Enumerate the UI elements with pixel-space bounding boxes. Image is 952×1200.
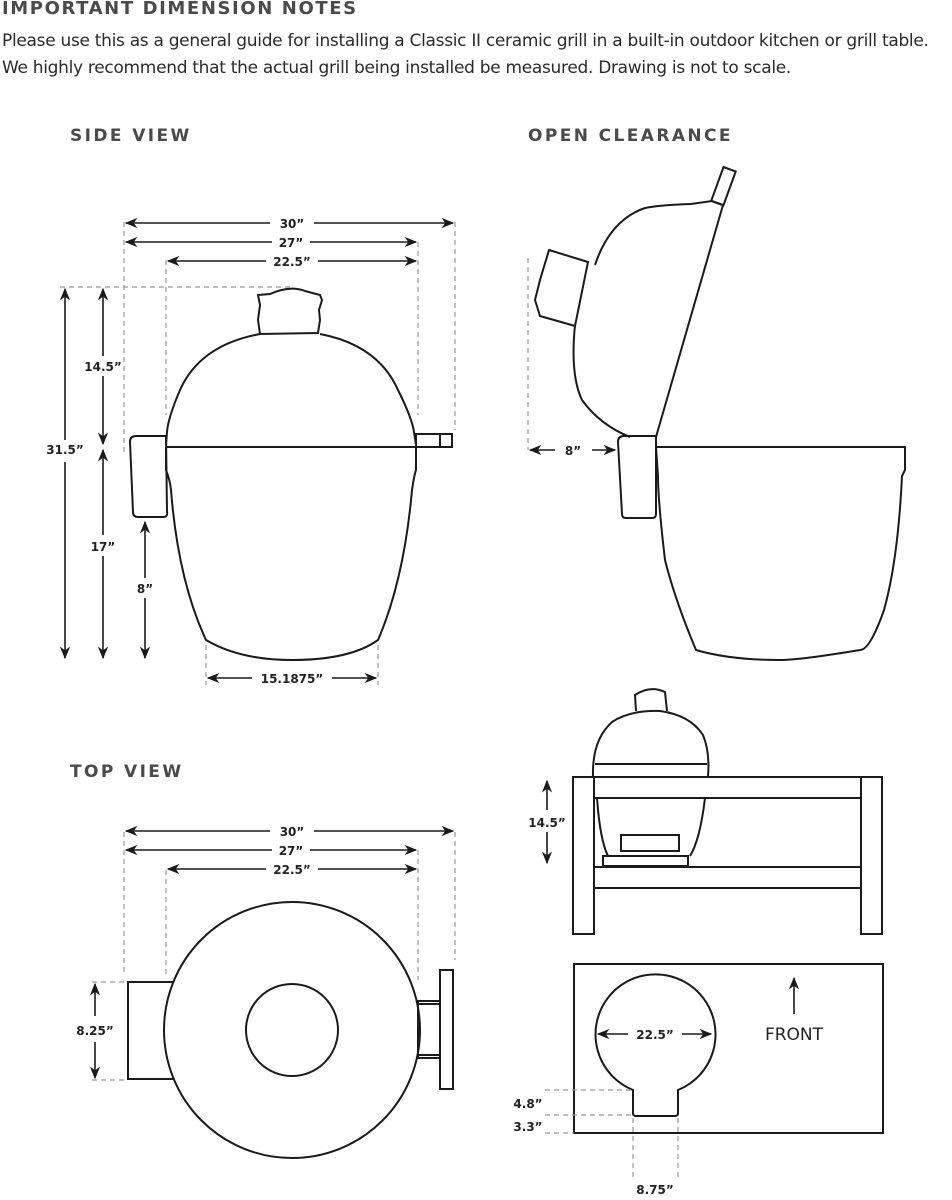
top-view-drawing: 30” 27” 22.5” 8.25” xyxy=(76,825,456,1159)
front-direction-label: FRONT xyxy=(765,1025,824,1045)
side-overall-width-label: 30” xyxy=(280,217,305,231)
page-heading: IMPORTANT DIMENSION NOTES xyxy=(2,0,358,19)
notch-width-label: 8.75” xyxy=(636,1183,674,1197)
top-hinge-width-label: 27” xyxy=(279,844,304,858)
open-rear-clearance-label: 8” xyxy=(565,444,581,458)
side-base-height-label: 17” xyxy=(91,540,116,554)
table-drop-height-label: 14.5” xyxy=(528,816,566,830)
top-hinge-depth-label: 8.25” xyxy=(76,1024,114,1038)
intro-paragraph: Please use this as a general guide for i… xyxy=(2,31,929,78)
side-foot-width-label: 15.1875” xyxy=(261,672,324,686)
side-view-title: SIDE VIEW xyxy=(70,126,192,146)
side-shelf-height-label: 8” xyxy=(137,582,153,596)
open-clearance-drawing: 8” xyxy=(527,165,906,662)
table-view-drawing: 14.5” xyxy=(528,688,883,935)
notch-depth-label: 4.8” xyxy=(513,1097,542,1111)
top-overall-width-label: 30” xyxy=(280,825,305,839)
side-view-drawing: 30” 27” 22.5” 31.5” 14.5” 17” 8” 15.1875… xyxy=(46,217,456,686)
edge-offset-label: 3.3” xyxy=(513,1120,542,1134)
side-dome-height-label: 14.5” xyxy=(84,360,122,374)
cutout-diameter-label: 22.5” xyxy=(636,1028,674,1042)
cutout-view-drawing: 22.5” FRONT 4.8” 3.3” 8.75” xyxy=(513,963,884,1197)
side-body-width-label: 22.5” xyxy=(273,255,311,269)
side-hinge-width-label: 27” xyxy=(279,236,304,250)
open-clearance-title: OPEN CLEARANCE xyxy=(528,126,733,146)
top-view-title: TOP VIEW xyxy=(70,762,184,782)
side-total-height-label: 31.5” xyxy=(46,443,84,457)
top-body-width-label: 22.5” xyxy=(273,863,311,877)
